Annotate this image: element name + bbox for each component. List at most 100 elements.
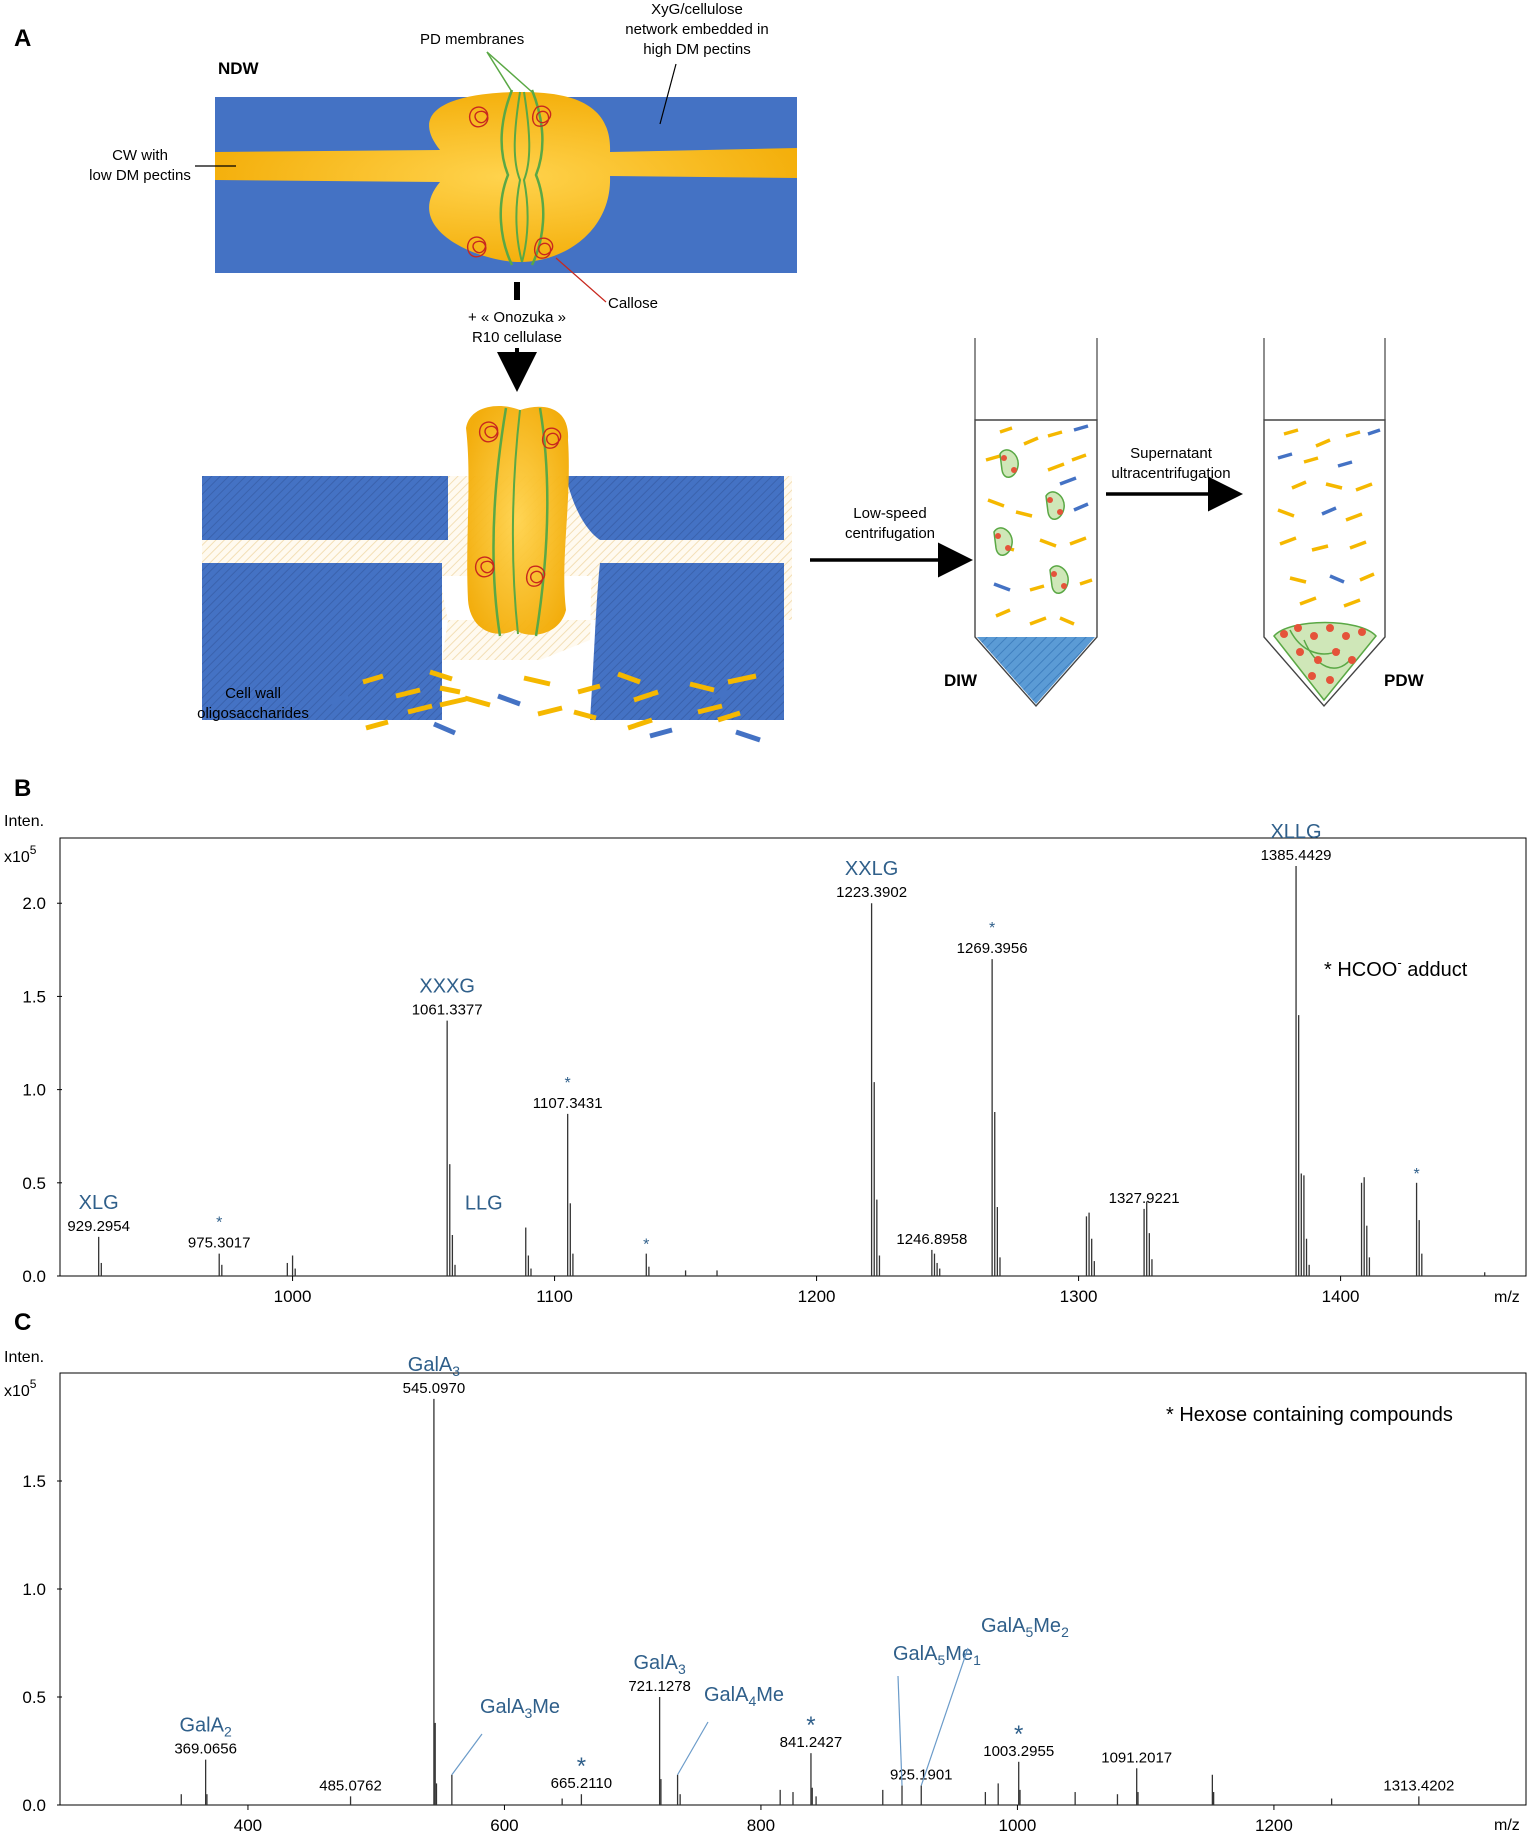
c-callout-tail-0: Me [532, 1696, 560, 1718]
c-compound-sub-4: 3 [678, 1661, 686, 1677]
panel-b-yunit-base: x10 [4, 849, 30, 866]
xyg-label-line3: high DM pectins [643, 41, 751, 58]
c-peak-label-9: 1313.4202 [1383, 1777, 1454, 1794]
b-ytick-label-2: 1.0 [22, 1081, 46, 1100]
diw-label: DIW [944, 671, 978, 690]
c-peak-label-3: 665.2110 [551, 1775, 612, 1792]
c-xtick-label-4: 1200 [1255, 1816, 1293, 1832]
pd-membrane-inner-right [521, 91, 531, 263]
supernatant-label-line1: Supernatant [1130, 445, 1213, 462]
pd-membranes-label: PD membranes [420, 31, 524, 48]
c-ytick-label-2: 1.0 [22, 1580, 46, 1599]
c-callout-sub2-2: 1 [973, 1652, 981, 1668]
c-compound-label-0: GalA2 [180, 1715, 232, 1740]
c-xtick-label-3: 1000 [999, 1816, 1037, 1832]
pd-membrane-right [530, 89, 545, 266]
xyg-label-line1: XyG/cellulose [651, 1, 743, 18]
b-compound-label-0: XLG [79, 1192, 119, 1214]
panel-b-label: B [14, 775, 31, 802]
c-peak-label-5: 841.2427 [780, 1734, 843, 1751]
c-callout-label-3: GalA5Me2 [981, 1615, 1069, 1640]
c-ytick-label-0: 0.0 [22, 1796, 46, 1815]
c-peak-label-0: 369.0656 [174, 1741, 237, 1758]
panel-c-annotations: 369.0656GalA2485.0762545.0970GalA3665.21… [174, 1354, 1454, 1794]
b-peak-label-2: 1061.3377 [412, 1002, 483, 1019]
panel-c-yunit: x105 [4, 1377, 37, 1400]
b-peak-label-7: 1246.8958 [896, 1231, 967, 1248]
b-peak-label-6: 1223.3902 [836, 884, 907, 901]
c-xtick-label-0: 400 [234, 1816, 262, 1832]
panel-c-y-axis: 0.0 0.5 1.0 1.5 [22, 1472, 62, 1815]
c-peak-label-2: 545.0970 [403, 1380, 466, 1397]
enzyme-label-line1: + « Onozuka » [468, 309, 566, 326]
panel-b-yunit: x105 [4, 843, 37, 866]
released-pd-membrane-left [492, 407, 508, 637]
b-compound-label-6: XXLG [845, 858, 898, 880]
c-star-7: * [1014, 1721, 1023, 1748]
c-peak-label-6: 925.1901 [890, 1767, 953, 1784]
panel-b-y-axis: 0.0 0.5 1.0 1.5 2.0 [22, 894, 62, 1286]
c-callout-sub2-3: 2 [1061, 1624, 1069, 1640]
b-xtick-label-2: 1200 [798, 1287, 836, 1306]
c-callout-tail-3: Me [1033, 1615, 1061, 1637]
callose-pointer [555, 257, 607, 303]
b-ytick-label-0: 0.0 [22, 1267, 46, 1286]
panel-c-peaks [180, 1398, 1420, 1805]
panel-a: A NDW PD membranes XyG/cellulose network… [14, 1, 1425, 743]
b-star-11: * [1413, 1166, 1419, 1183]
c-ytick-label-1: 0.5 [22, 1688, 46, 1707]
c-xtick-label-1: 600 [490, 1816, 518, 1832]
panel-b-peaks [98, 865, 1486, 1276]
c-compound-sub-0: 2 [224, 1724, 232, 1740]
oligo-label-line2: oligosaccharides [197, 705, 309, 722]
b-xtick-label-3: 1300 [1060, 1287, 1098, 1306]
oligosaccharide-fragments [327, 669, 761, 743]
diw-pd-particles [993, 449, 1069, 594]
c-star-5: * [806, 1712, 815, 1739]
b-ytick-label-1: 0.5 [22, 1174, 46, 1193]
pd-membranes-pointer-right [486, 51, 533, 93]
pd-membranes-pointer-left [486, 51, 513, 93]
ndw-wall-diagram [215, 89, 797, 273]
b-compound-label-2: XXXG [419, 976, 475, 998]
enzyme-label-line2: R10 cellulase [472, 329, 562, 346]
panel-c-yunit-base: x10 [4, 1383, 30, 1400]
low-speed-label-line2: centrifugation [845, 525, 935, 542]
digested-wall-bottom-right [590, 563, 784, 720]
b-xtick-label-1: 1100 [536, 1287, 573, 1306]
c-callout-sub-0: 3 [524, 1705, 532, 1721]
callose-label: Callose [608, 295, 658, 312]
panel-b-yunit-exp: 5 [30, 843, 37, 857]
b-ytick-label-3: 1.5 [22, 987, 46, 1006]
digested-wall-diagram [202, 405, 792, 720]
panel-b-note: * HCOO- adduct [1324, 955, 1468, 981]
panel-b-note-tail: adduct [1402, 959, 1468, 981]
callose-deposits [466, 105, 554, 259]
c-compound-sub-2: 3 [452, 1363, 460, 1379]
supernatant-label-line2: ultracentrifugation [1111, 465, 1230, 482]
c-callout-line-0 [451, 1733, 483, 1776]
pdw-pellet-particles [1273, 621, 1377, 702]
c-callout-label-1: GalA4Me [704, 1684, 784, 1709]
b-peak-label-8: 1269.3956 [957, 940, 1028, 957]
enzyme-tick [514, 282, 520, 300]
tube-diw [974, 338, 1098, 708]
c-callout-sub-3: 5 [1025, 1624, 1033, 1640]
c-callout-label-0: GalA3Me [480, 1696, 560, 1721]
xyg-label-line2: network embedded in [625, 21, 768, 38]
b-star-4: * [565, 1075, 571, 1092]
released-pd-membrane-inner [511, 409, 521, 635]
b-ytick-label-4: 2.0 [22, 894, 46, 913]
pdw-label: PDW [1384, 671, 1425, 690]
c-peak-label-4: 721.1278 [628, 1678, 691, 1695]
c-callout-tail-1: Me [756, 1684, 784, 1706]
b-peak-label-1: 975.3017 [188, 1235, 251, 1252]
c-callout-line-3 [920, 1647, 969, 1786]
panel-b-note-text: * HCOO [1324, 959, 1397, 981]
low-speed-label-line1: Low-speed [853, 505, 926, 522]
ndw-label: NDW [218, 59, 260, 78]
b-peak-label-10: 1385.4429 [1261, 847, 1332, 864]
panel-b-xlabel: m/z [1494, 1289, 1520, 1306]
c-ytick-label-3: 1.5 [22, 1472, 46, 1491]
